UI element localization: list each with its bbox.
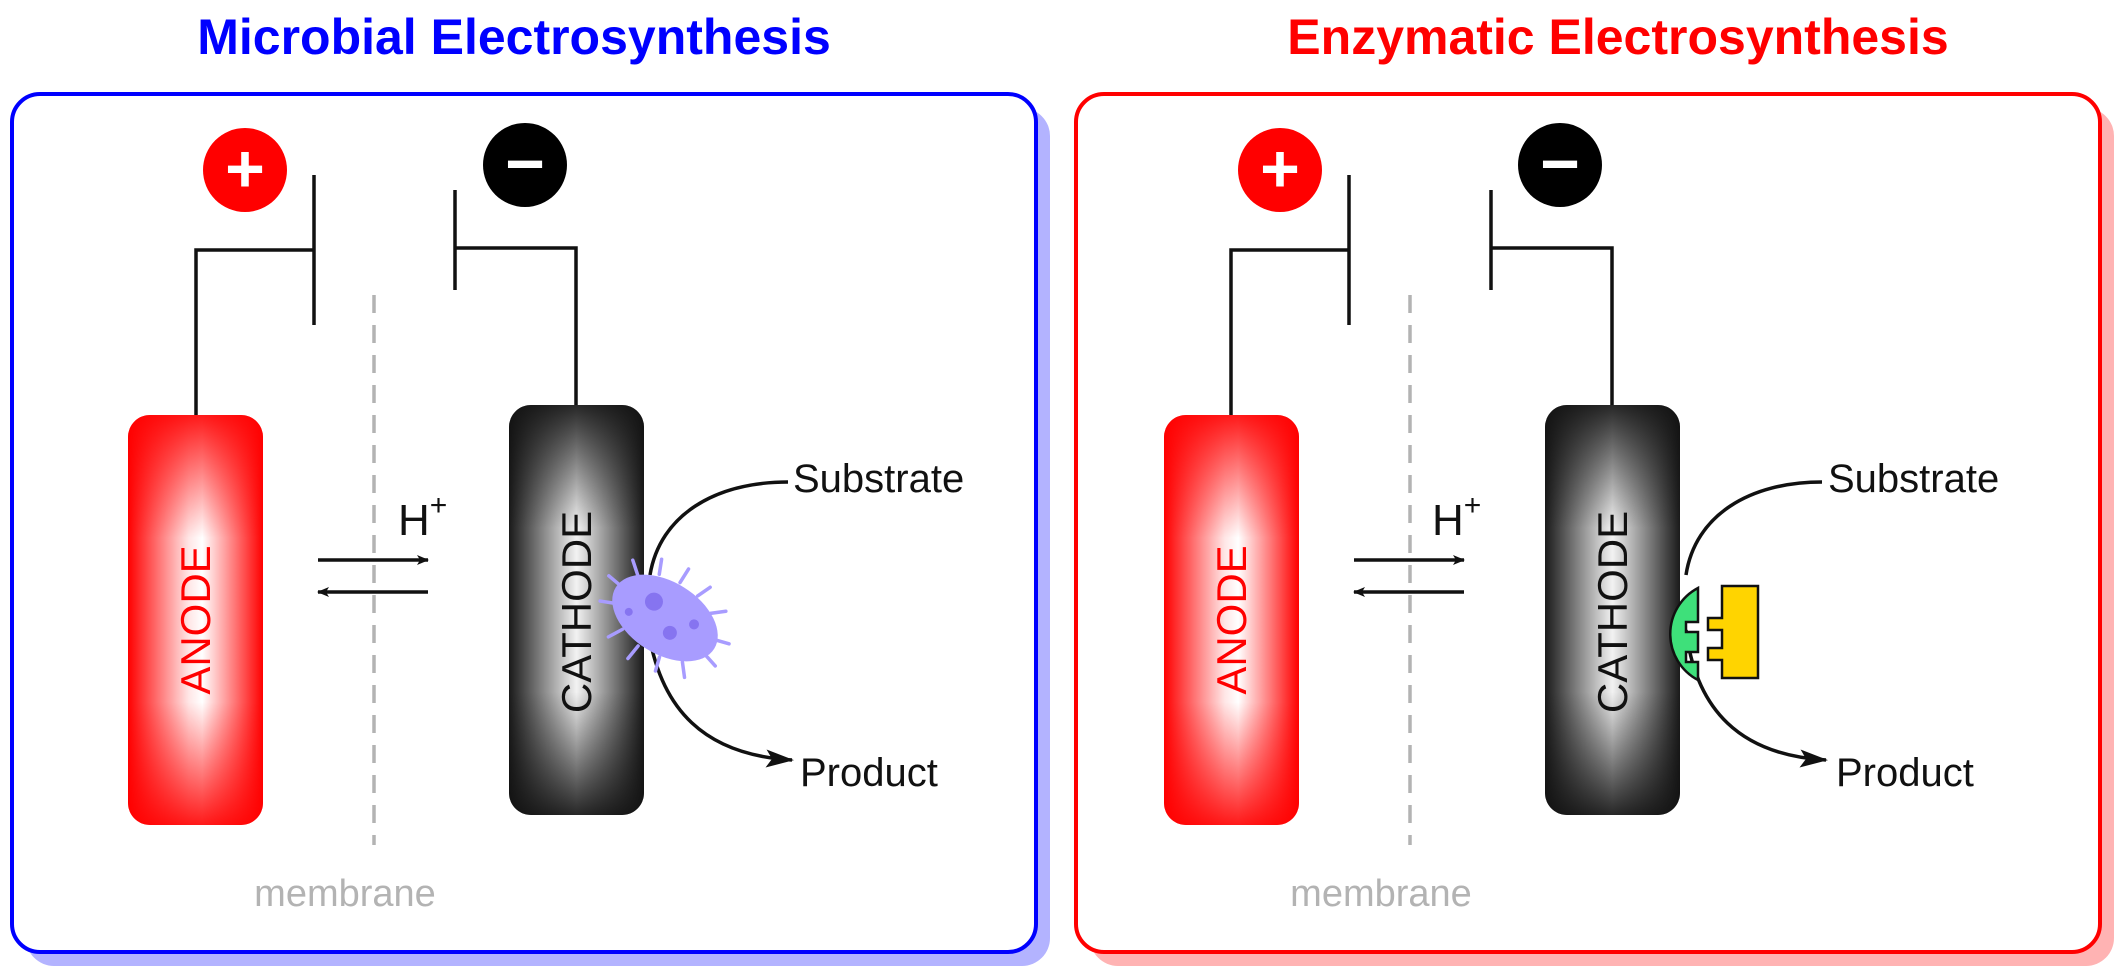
proton-charge: + [430,489,448,522]
proton-label: H+ [1432,489,1481,545]
anode-label: ANODE [1208,545,1255,694]
substrate-curve [1684,480,1823,576]
panel-title: Microbial Electrosynthesis [197,9,831,65]
negative-sign: − [505,126,545,202]
product-label: Product [1836,751,1974,795]
enzyme-icon [1669,585,1700,683]
negative-sign: − [1540,126,1580,202]
positive-sign: + [225,131,265,207]
microbe-icon [598,557,731,680]
circuit-wires [1229,175,1614,415]
positive-sign: + [1260,131,1300,207]
negative-terminal: − [1518,123,1602,207]
membrane-label: membrane [254,873,436,915]
product-arrow [1684,629,1828,768]
substrate-label: Substrate [793,457,964,501]
anode: ANODE [1164,415,1299,825]
panel-enzymatic: Enzymatic Electrosynthesis + − ANODE mem… [1074,9,2114,966]
anode: ANODE [128,415,263,825]
proton-charge: + [1464,489,1482,522]
product-arrow [646,627,794,768]
membrane-label: membrane [1290,873,1472,915]
product-label: Product [800,751,938,795]
cathode-label: CATHODE [553,511,600,713]
positive-terminal: + [1238,128,1322,212]
circuit-wires [194,175,578,415]
cathode-label: CATHODE [1589,511,1636,713]
cathode: CATHODE [1545,405,1680,815]
proton-label: H+ [398,489,447,545]
cathode: CATHODE [509,405,644,815]
negative-terminal: − [483,123,567,207]
substrate-label: Substrate [1828,457,1999,501]
panel-title: Enzymatic Electrosynthesis [1287,9,1948,65]
substrate-piece-icon [1706,584,1760,680]
positive-terminal: + [203,128,287,212]
substrate-curve [648,480,789,576]
anode-label: ANODE [172,545,219,694]
panel-microbial: Microbial Electrosynthesis + − ANODE mem… [10,9,1050,966]
